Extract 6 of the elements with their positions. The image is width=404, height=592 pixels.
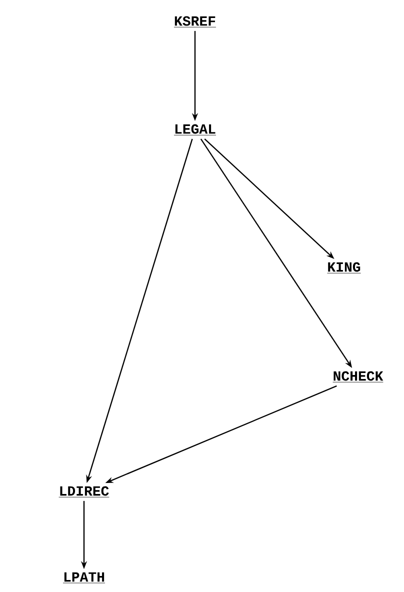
- node-label: LPATH: [62, 572, 106, 584]
- node-label: LDIREC: [58, 486, 110, 498]
- node-label: NCHECK: [332, 371, 384, 382]
- node-label: KING: [327, 262, 361, 274]
- node-label: KSREF: [174, 16, 216, 28]
- node-label: LEGAL: [174, 124, 216, 136]
